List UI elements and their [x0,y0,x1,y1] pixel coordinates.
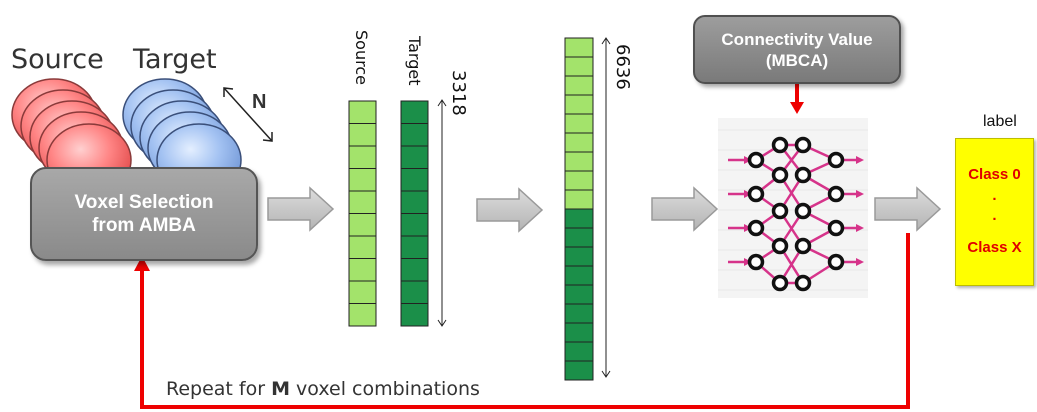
combined-bottom-cell [564,246,594,267]
repeat-caption: Repeat for M voxel combinations [166,378,480,400]
target-vector-cell [400,145,429,169]
connectivity-line1: Connectivity Value [721,29,873,49]
combined-top-cell [564,37,594,58]
combined-bottom-cell [564,303,594,324]
voxel-selection-box: Voxel Selection from AMBA [30,167,258,261]
combined-top-cell [564,56,594,77]
combined-bottom-cell [564,322,594,343]
source-vector-cell [348,280,377,304]
n-double-headed-arrow-icon [223,87,273,142]
target-disk-stack-icon [122,78,242,197]
combined-bottom-cell [564,341,594,362]
combined-bottom-cell [564,360,594,381]
vector-target-label: Target [405,36,424,86]
repeat-suffix: voxel combinations [290,378,480,400]
target-vector-cell [400,168,429,192]
block-arrow-icon [267,186,942,233]
voxel-selection-line2: from AMBA [92,215,196,236]
target-vector-cell [400,190,429,214]
source-vector-cell [348,235,377,259]
combined-top-cell [564,170,594,191]
class-first-label: Class 0 [968,166,1021,183]
target-vector-cell [400,213,429,237]
source-vector-cell [348,100,377,124]
combined-top-cell [564,113,594,134]
source-vector-cell [348,303,377,327]
combined-vector [564,37,594,381]
target-vector-cell [400,280,429,304]
target-vector-cell [400,100,429,124]
source-vector-cell [348,145,377,169]
class-label-box: Class 0 . . Class X [955,138,1034,286]
target-label: Target [133,44,217,75]
class-last-label: Class X [967,239,1022,256]
ellipsis-dot-1: . [992,187,997,204]
source-vector-cell [348,213,377,237]
target-vector [400,100,429,327]
connectivity-line2: (MBCA) [765,50,829,70]
source-label: Source [11,44,104,75]
source-vector-cell [348,190,377,214]
combined-top-cell [564,132,594,153]
n-label: N [252,91,267,113]
repeat-prefix: Repeat for [166,378,272,400]
target-vector-cell [400,303,429,327]
combined-bottom-cell [564,265,594,286]
voxel-selection-line1: Voxel Selection [74,192,214,213]
vector-source-label: Source [352,30,371,85]
combined-top-cell [564,189,594,210]
double-headed-arrow-icon [437,37,611,378]
combined-bottom-cell [564,284,594,305]
target-vector-cell [400,235,429,259]
neural-network-icon [718,118,868,298]
target-vector-cell [400,258,429,282]
connectivity-arrow-icon [790,82,804,114]
combined-top-cell [564,151,594,172]
source-vector [348,100,377,327]
target-vector-cell [400,123,429,147]
repeat-bold-m: M [271,378,291,400]
source-vector-cell [348,123,377,147]
ellipsis-dot-2: . [992,207,997,224]
source-vector-cell [348,258,377,282]
output-label-heading: label [983,113,1017,130]
source-vector-cell [348,168,377,192]
combined-length-label: 6636 [612,44,633,90]
feedback-loop-line [134,233,910,409]
combined-top-cell [564,94,594,115]
connectivity-value-box: Connectivity Value (MBCA) [693,15,901,84]
combined-bottom-cell [564,227,594,248]
vector-length-label: 3318 [448,70,469,116]
combined-top-cell [564,75,594,96]
combined-bottom-cell [564,208,594,229]
